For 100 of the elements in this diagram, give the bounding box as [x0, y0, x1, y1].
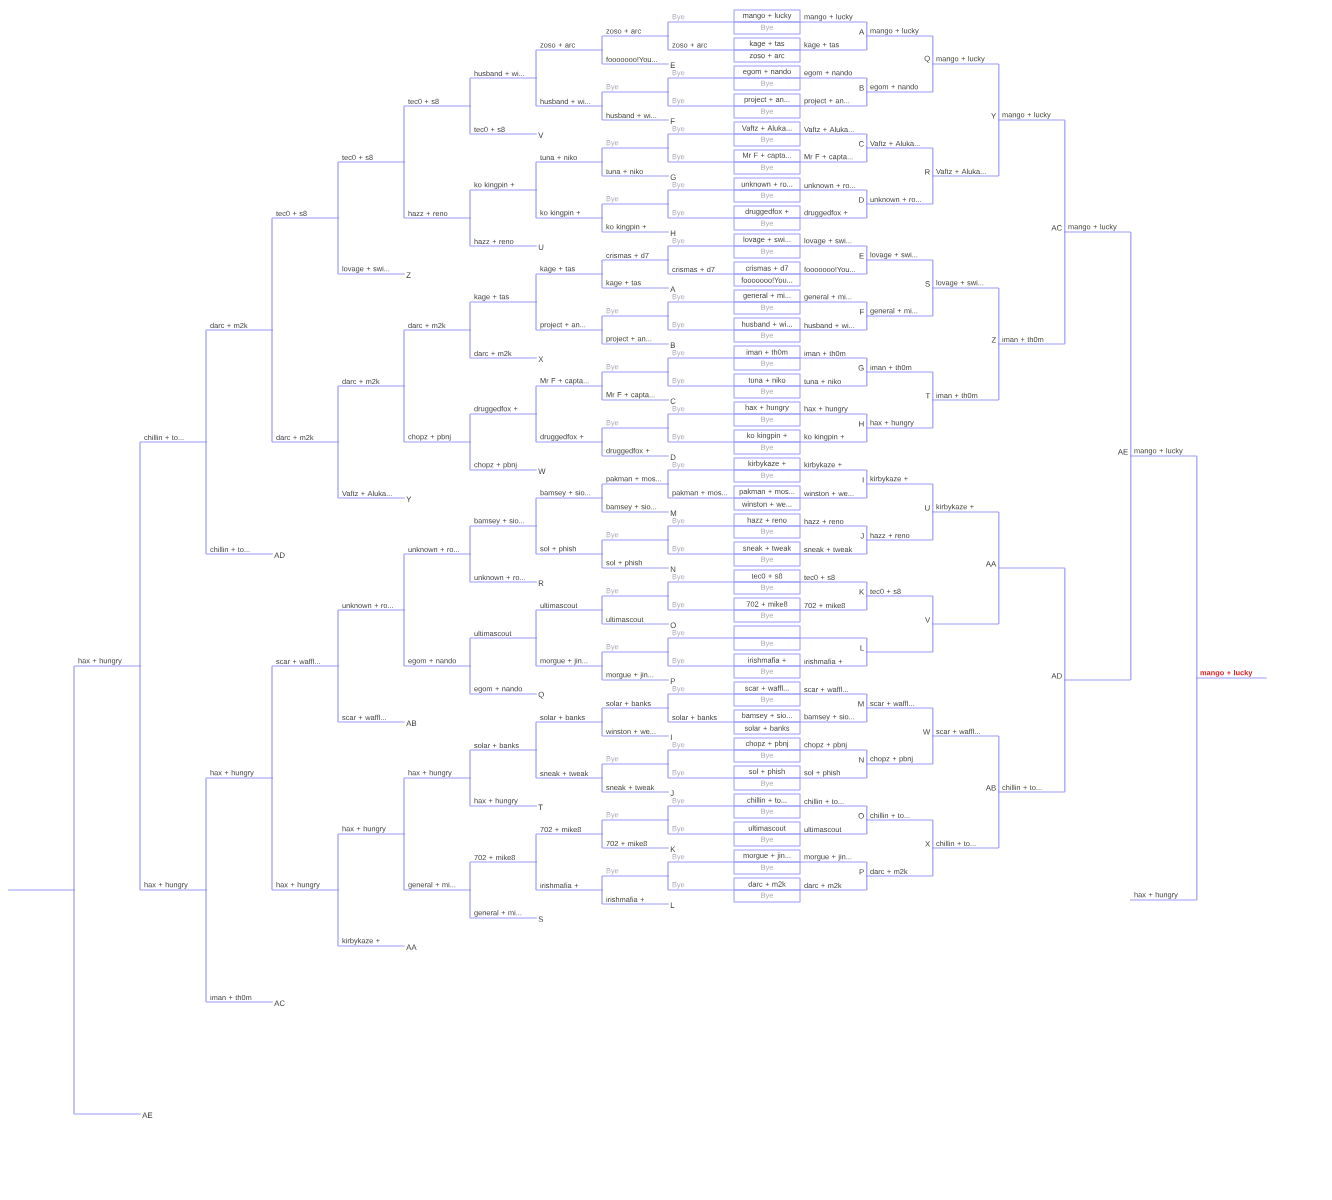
bracket-line: [667, 819, 670, 835]
bracket-line: [601, 203, 604, 219]
bracket-line: [931, 63, 934, 93]
bracket-line: [337, 609, 340, 667]
bracket-line: [601, 497, 604, 513]
bracket-line: [931, 735, 934, 765]
bracket-line: [535, 301, 538, 331]
bracket-line: [667, 203, 670, 219]
bracket-line: [1195, 677, 1198, 901]
bracket-line: [469, 217, 472, 247]
bracket-line: [1063, 119, 1066, 233]
bracket-line: [931, 399, 934, 429]
bracket-line: [865, 595, 868, 611]
bracket-line: [865, 77, 868, 93]
bracket-line: [667, 637, 670, 653]
bracket-line: [931, 259, 934, 289]
bracket-line: [601, 441, 604, 457]
bracket-line: [535, 273, 538, 303]
bracket-line: [469, 889, 472, 919]
bracket-line: [997, 287, 1000, 345]
bracket-line: [535, 749, 538, 779]
bracket-line: [535, 49, 538, 79]
bracket-line: [601, 819, 604, 835]
bracket-line: [271, 777, 274, 891]
bracket-line: [601, 553, 604, 569]
bracket-line: [469, 777, 472, 807]
bracket-line: [403, 777, 406, 835]
bracket-line: [535, 525, 538, 555]
bracket-line: [601, 371, 604, 387]
bracket-line: [997, 735, 1000, 793]
bracket-line: [403, 833, 406, 891]
bracket-line: [667, 651, 670, 667]
bracket-line: [535, 861, 538, 891]
bracket-line: [667, 357, 670, 373]
bracket-line: [601, 35, 604, 51]
bracket-line: [1063, 567, 1066, 681]
bracket-line: [601, 49, 604, 65]
bracket-line: [865, 189, 868, 205]
bracket-line: [865, 371, 868, 387]
bracket-line: [205, 889, 208, 1003]
bracket-line: [337, 161, 340, 219]
bracket-line: [865, 539, 868, 555]
bracket-line: [865, 819, 868, 835]
bracket-line: [931, 511, 934, 541]
bracket-line: [601, 875, 604, 891]
bracket-line: [667, 805, 670, 821]
bracket-line: [667, 133, 670, 149]
bracket-line: [667, 413, 670, 429]
bracket-line: [667, 525, 670, 541]
bracket-line: [667, 875, 670, 891]
bracket-line: [997, 119, 1000, 177]
bracket-line: [601, 161, 604, 177]
bracket-line: [667, 483, 670, 499]
bracket-line: [601, 763, 604, 779]
bracket-line: [337, 833, 340, 891]
bracket-line: [535, 161, 538, 191]
bracket-line: [601, 595, 604, 611]
bracket-line: [667, 539, 670, 555]
bracket-line: [337, 385, 340, 443]
bracket-line: [865, 525, 868, 541]
bracket-line: [997, 791, 1000, 849]
bracket-line: [139, 665, 142, 891]
bracket-line: [1063, 231, 1066, 345]
bracket-line: [865, 315, 868, 331]
bracket-line: [667, 707, 670, 723]
bracket-line: [205, 441, 208, 555]
bracket-line: [205, 329, 208, 443]
bracket-line: [73, 665, 76, 891]
bracket-line: [469, 637, 472, 667]
bracket-line: [667, 469, 670, 485]
bracket-line: [931, 483, 934, 513]
bracket-line: [535, 413, 538, 443]
bracket-line: [535, 609, 538, 639]
bracket-line: [469, 749, 472, 779]
bracket-line: [601, 147, 604, 163]
bracket-line: [865, 469, 868, 485]
bracket-line: [469, 301, 472, 331]
bracket-line: [667, 77, 670, 93]
bracket-line: [1129, 455, 1132, 681]
bracket-line: [601, 273, 604, 289]
bracket-line: [865, 21, 868, 37]
bracket-line: [931, 175, 934, 205]
bracket-line: [931, 707, 934, 737]
bracket-line: [601, 105, 604, 121]
bracket-line: [469, 329, 472, 359]
bracket-line: [667, 189, 670, 205]
bracket-line: [667, 763, 670, 779]
bracket-line: [931, 623, 934, 653]
bracket-line: [865, 581, 868, 597]
bracket-line: [469, 441, 472, 471]
bracket-line: [469, 413, 472, 443]
bracket-line: [667, 301, 670, 317]
bracket-line: [667, 35, 670, 51]
bracket-line: [667, 315, 670, 331]
bracket-line: [865, 259, 868, 275]
bracket-line: [865, 763, 868, 779]
bracket-line: [997, 343, 1000, 401]
bracket-line: [865, 357, 868, 373]
bracket-line: [535, 497, 538, 527]
bracket-line: [865, 35, 868, 51]
